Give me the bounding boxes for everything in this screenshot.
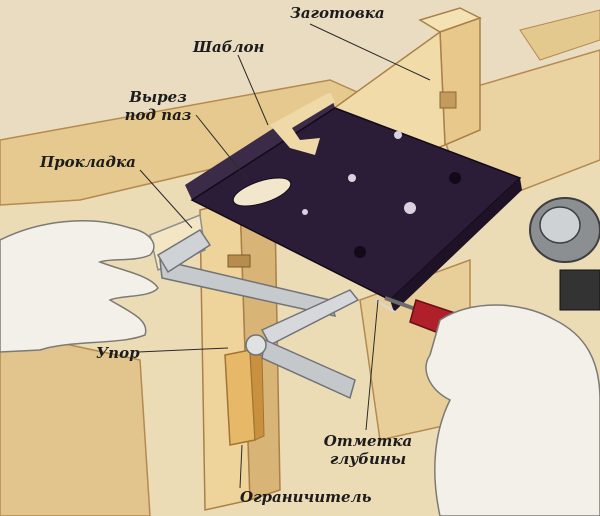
left-hand [0, 220, 159, 353]
leader-vyrez [195, 114, 249, 181]
router-body [529, 197, 600, 311]
leader-zagotovka [309, 23, 431, 81]
right-hand [425, 304, 600, 516]
label-slot-cutout-line2: под паз [124, 106, 192, 124]
leader-ogranichitel [239, 444, 243, 489]
label-slot-cutout-line1: Вырез [129, 88, 187, 106]
leader-upor [137, 347, 229, 353]
label-depth-mark: Отметка глубины [318, 432, 418, 468]
stop-strip [224, 349, 265, 446]
label-stop: Упор [96, 344, 140, 362]
label-depth-mark-line1: Отметка [323, 432, 413, 450]
leader-shablon [237, 54, 269, 126]
label-template: Шаблон [193, 38, 265, 56]
router-template [185, 92, 522, 313]
label-workpiece: Заготовка [290, 4, 385, 22]
leader-prokladka [139, 169, 193, 229]
label-limiter: Ограничитель [240, 488, 372, 506]
label-spacer: Прокладка [40, 153, 136, 171]
leader-lines [137, 23, 431, 489]
label-slot-cutout: Вырез под паз [118, 88, 198, 124]
bar-clamp [156, 228, 360, 400]
leader-otmetka [365, 299, 379, 431]
label-depth-mark-line2: глубины [329, 450, 407, 468]
